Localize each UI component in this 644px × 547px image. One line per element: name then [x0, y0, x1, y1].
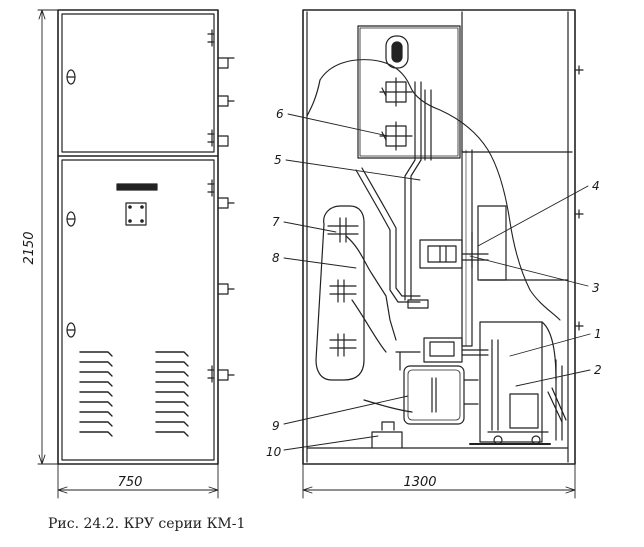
front-width-dimension — [57, 463, 219, 499]
ventilation-louvres-left — [79, 351, 113, 437]
door-handle — [116, 183, 158, 191]
shutter-partition — [461, 149, 473, 347]
front-width-label: 750 — [118, 475, 143, 490]
upper-disconnect-contact — [419, 205, 507, 281]
meter-window — [385, 35, 409, 69]
inspection-plate — [125, 202, 147, 226]
height-dimension-label: 2150 — [22, 231, 37, 264]
callout-8: 8 — [272, 251, 280, 265]
leader-lines — [283, 113, 591, 451]
right-wall-fixtures — [574, 65, 584, 331]
relay-compartment — [357, 25, 461, 159]
upper-door — [61, 13, 215, 153]
lock-icon — [66, 69, 76, 85]
callout-10: 10 — [266, 445, 282, 459]
cutaway-break-line — [319, 59, 561, 321]
front-cabinet-outline — [57, 9, 219, 465]
lock-icon — [66, 211, 76, 227]
callout-7: 7 — [272, 215, 280, 229]
callout-5: 5 — [274, 153, 282, 167]
main-busbars — [404, 81, 432, 309]
figure-caption: Рис. 24.2. КРУ серии КМ-1 — [48, 516, 246, 532]
side-width-dimension — [302, 463, 576, 499]
callout-1: 1 — [594, 327, 602, 341]
door-hinges — [207, 29, 235, 383]
callout-4: 4 — [592, 179, 600, 193]
current-transformer — [395, 351, 479, 425]
callout-2: 2 — [594, 363, 602, 377]
side-width-label: 1300 — [403, 475, 436, 490]
lock-icon — [66, 322, 76, 338]
upper-contacts — [379, 77, 413, 151]
side-cabinet-outline — [302, 9, 576, 465]
side-view — [283, 9, 591, 499]
lower-door — [61, 159, 215, 461]
callout-9: 9 — [272, 419, 280, 433]
base-truck-rails — [306, 421, 569, 449]
lower-disconnect-contact — [423, 337, 489, 363]
front-view — [37, 9, 235, 499]
circuit-breaker — [479, 321, 567, 443]
callout-3: 3 — [592, 281, 600, 295]
height-dimension — [37, 9, 59, 465]
ventilation-louvres-right — [155, 351, 189, 437]
callout-6: 6 — [276, 107, 284, 121]
cable-compartment — [315, 205, 413, 413]
